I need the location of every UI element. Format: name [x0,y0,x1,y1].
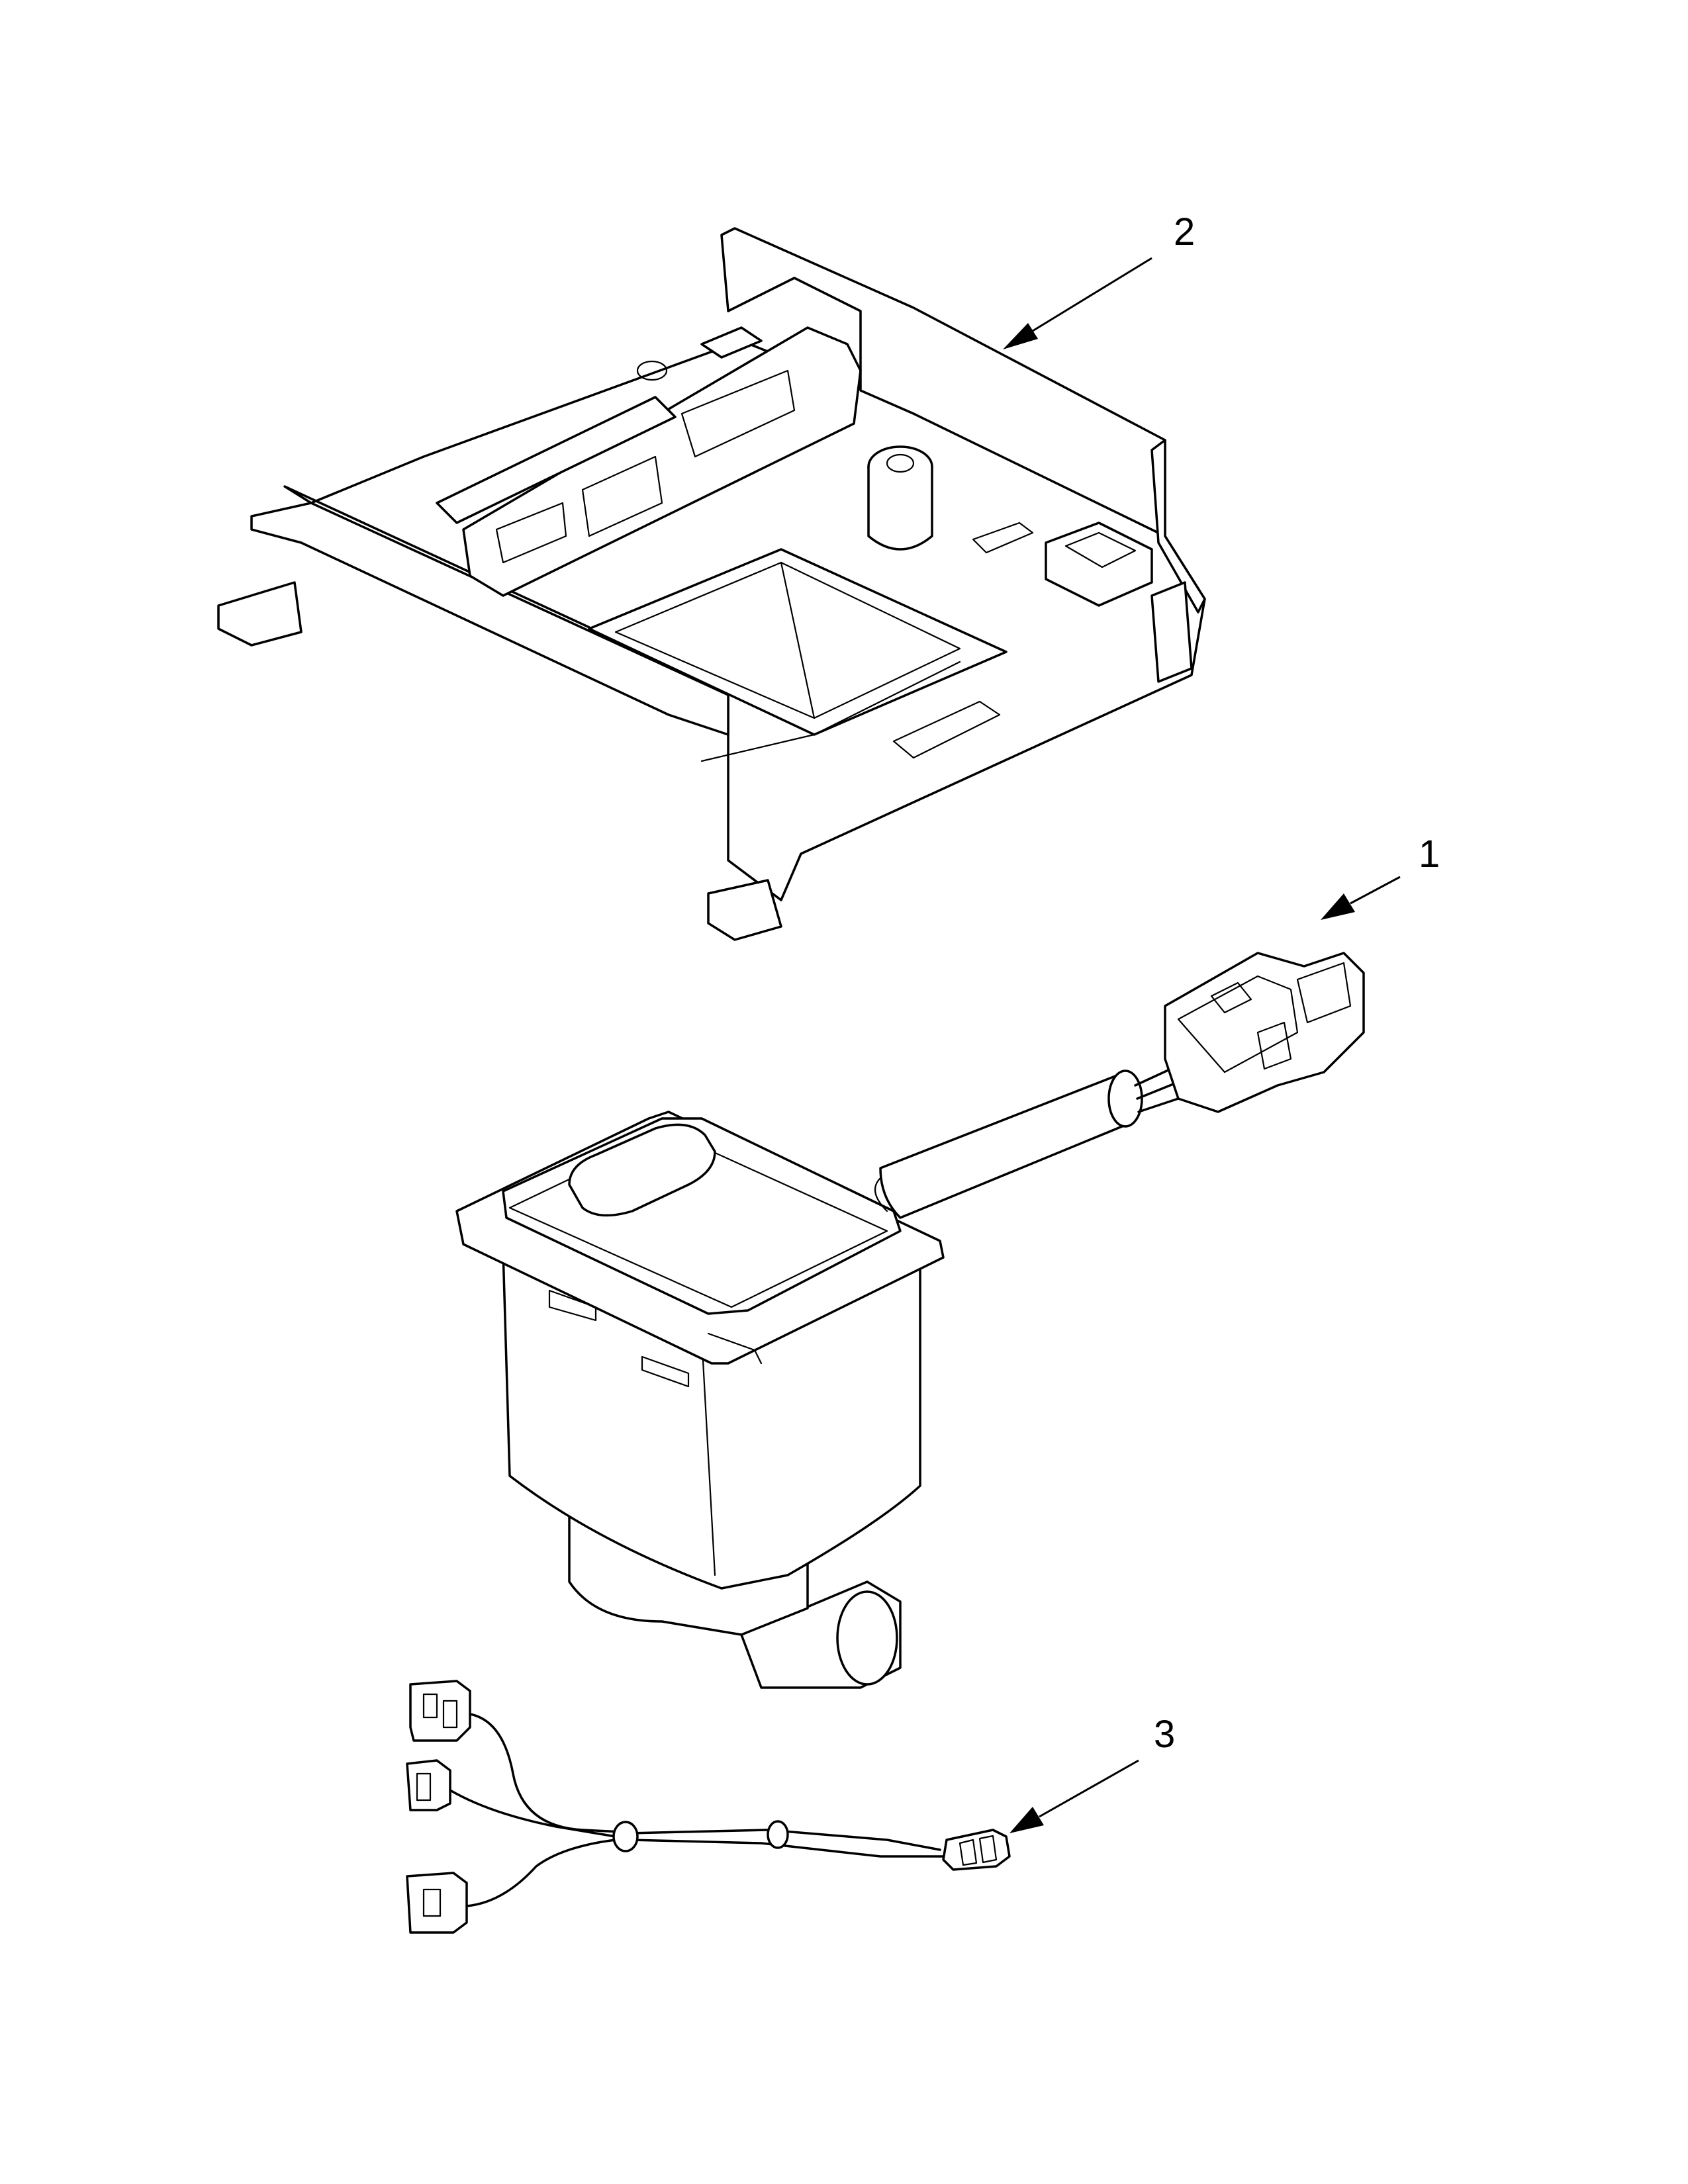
part-3-wire-harness[interactable] [406,1680,1011,1934]
callout-1-arrowhead [1321,893,1355,920]
callout-1-leader [1350,876,1401,905]
callout-2-leader [1032,257,1152,332]
callout-1-label: 1 [1419,833,1440,876]
part-1-dispenser-assembly[interactable] [455,952,1365,1689]
callout-2-label: 2 [1174,210,1195,253]
callout-2: 2 [1003,210,1195,349]
callout-3: 3 [1009,1713,1175,1833]
callout-3-leader [1039,1759,1139,1818]
callout-2-arrowhead [1003,323,1038,349]
callout-3-label: 3 [1154,1713,1175,1756]
callout-1: 1 [1321,833,1440,920]
part-2-tray-housing[interactable] [217,227,1206,941]
callout-3-arrowhead [1009,1807,1044,1833]
